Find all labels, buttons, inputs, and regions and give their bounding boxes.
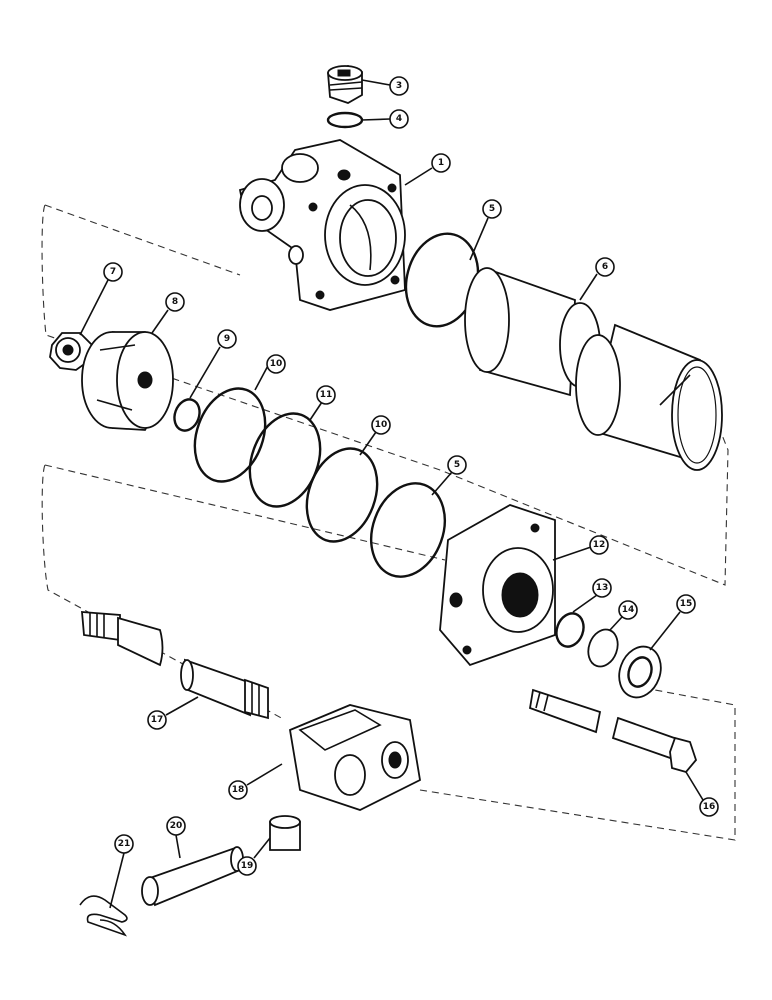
svg-text:10: 10: [270, 359, 283, 369]
svg-text:19: 19: [241, 861, 254, 871]
o-ring-lower-part: [370, 482, 446, 578]
callout-8: 8: [165, 292, 185, 312]
o-ring-rod-part: [555, 612, 585, 648]
backup-ring-upper-part: [193, 387, 267, 483]
callout-6: 6: [595, 257, 615, 277]
callout-14: 14: [618, 600, 638, 620]
svg-text:13: 13: [596, 583, 609, 593]
callout-11: 11: [316, 385, 336, 405]
svg-text:12: 12: [593, 540, 606, 550]
clevis-pin-part: [141, 846, 244, 907]
svg-text:11: 11: [320, 390, 333, 400]
callout-15: 15: [676, 594, 696, 614]
clevis-part: [288, 704, 421, 811]
callout-7: 7: [103, 262, 123, 282]
svg-text:7: 7: [110, 267, 116, 277]
callout-16: 16: [699, 797, 719, 817]
bushing-part: [269, 815, 301, 851]
piston-seal-part: [248, 412, 322, 508]
svg-text:5: 5: [489, 204, 495, 214]
o-ring-small-part: [326, 111, 364, 129]
callout-20: 20: [166, 816, 186, 836]
svg-text:9: 9: [224, 334, 230, 344]
cylinder-head-part: [238, 139, 406, 311]
piston-rod-part: [81, 611, 164, 667]
callout-13: 13: [592, 578, 612, 598]
svg-text:5: 5: [454, 460, 460, 470]
callout-10-upper: 10: [266, 354, 286, 374]
callout-19: 19: [237, 856, 257, 876]
svg-text:8: 8: [172, 297, 178, 307]
callout-4: 4: [389, 109, 409, 129]
callout-5-upper: 5: [482, 199, 502, 219]
svg-text:20: 20: [170, 821, 183, 831]
callout-3: 3: [389, 76, 409, 96]
callout-17: 17: [147, 710, 167, 730]
callout-21: 21: [114, 834, 134, 854]
lower-group-top-edge: [44, 464, 446, 561]
svg-text:15: 15: [680, 599, 693, 609]
svg-text:6: 6: [602, 262, 608, 272]
rod-segment-part: [180, 658, 269, 720]
svg-text:21: 21: [118, 839, 131, 849]
plug-part: [327, 65, 363, 104]
svg-text:18: 18: [232, 785, 245, 795]
svg-text:14: 14: [622, 605, 635, 615]
seal-ring-small-part: [173, 398, 201, 432]
hair-pin-clip-part: [79, 895, 128, 937]
barrel-tube-part: [464, 267, 723, 471]
upper-group-outline: [41, 204, 729, 586]
callout-18: 18: [228, 780, 248, 800]
leader-lines: [79, 79, 704, 909]
tie-bolt-part: [528, 688, 698, 774]
callout-9: 9: [217, 329, 237, 349]
rod-end-head-part: [439, 504, 556, 667]
svg-text:1: 1: [438, 158, 444, 168]
callout-1: 1: [431, 153, 451, 173]
svg-text:16: 16: [703, 802, 716, 812]
piston-part: [81, 331, 174, 431]
svg-text:17: 17: [151, 715, 164, 725]
callout-10-lower: 10: [371, 415, 391, 435]
backup-ring-lower-part: [305, 447, 379, 543]
svg-text:10: 10: [375, 420, 388, 430]
svg-text:4: 4: [396, 114, 402, 124]
callout-5-lower: 5: [447, 455, 467, 475]
lower-group-outline: [41, 464, 736, 841]
rod-seal-part: [618, 645, 662, 699]
nut-part: [49, 332, 93, 371]
upper-group-top-edge: [44, 204, 241, 276]
svg-text:3: 3: [396, 81, 402, 91]
callout-12: 12: [589, 535, 609, 555]
wiper-ring-part: [587, 628, 619, 668]
